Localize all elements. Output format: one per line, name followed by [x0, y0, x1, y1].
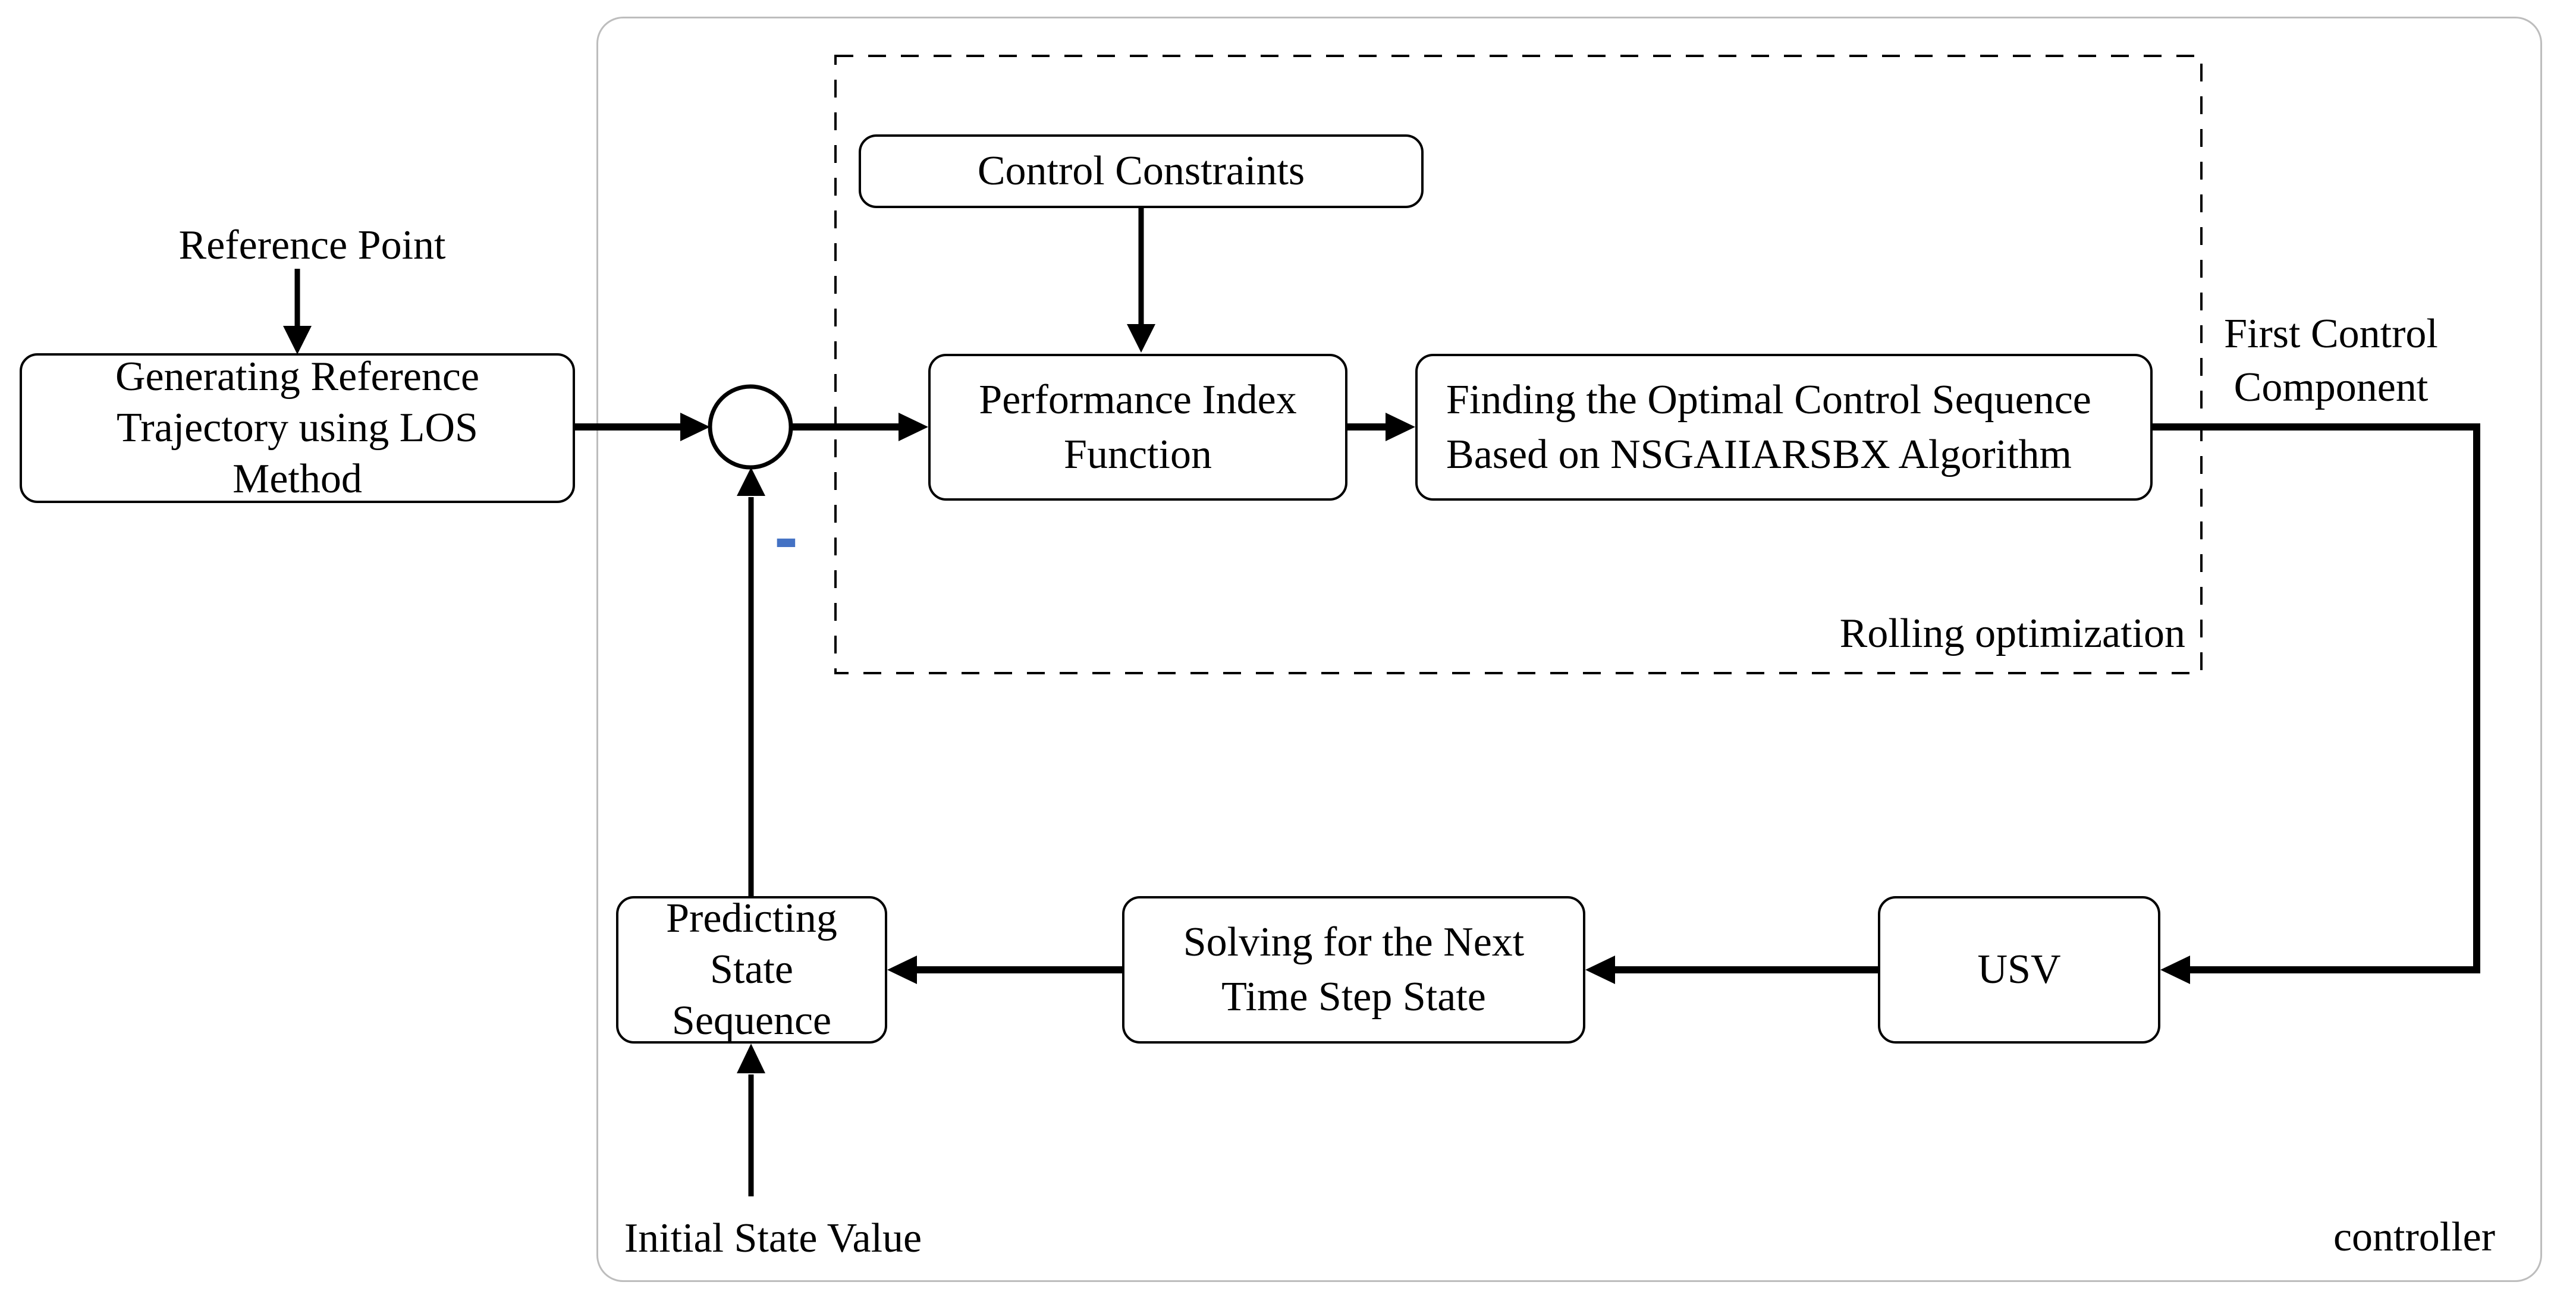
generating-reference-trajectory-box: Generating Reference Trajectory using LO…	[20, 353, 575, 503]
first-control-line: First Control	[2224, 311, 2438, 357]
box-text-line: Function	[1064, 431, 1212, 477]
finding-optimal-control-sequence-box: Finding the Optimal Control Sequence Bas…	[1415, 354, 2153, 501]
first-control-line: Component	[2233, 365, 2429, 410]
arrow-generating-to-junction	[575, 413, 710, 441]
reference-point-label: Reference Point	[178, 222, 446, 268]
box-text-line: Control Constraints	[977, 148, 1305, 194]
arrow-predicting-to-junction	[737, 467, 765, 896]
first-control-component-label: First Control Component	[2182, 307, 2480, 414]
rolling-optimization-label: Rolling optimization	[1839, 611, 2185, 656]
solving-next-time-step-box: Solving for the Next Time Step State	[1122, 896, 1585, 1044]
minus-sign: -	[774, 497, 798, 577]
arrow-performance-to-finding	[1347, 413, 1415, 441]
performance-index-function-box: Performance Index Function	[928, 354, 1347, 501]
box-text-line: Solving for the Next	[1183, 919, 1525, 965]
box-text-line: Based on NSGAIIARSBX Algorithm	[1446, 431, 2072, 477]
box-text-line: Method	[233, 456, 362, 502]
controller-container	[596, 17, 2542, 1282]
predicting-state-sequence-box: Predicting State Sequence	[616, 895, 887, 1044]
box-text-line: Predicting	[666, 895, 837, 941]
arrow-initial-to-predicting	[737, 1044, 765, 1196]
initial-state-value-label: Initial State Value	[624, 1215, 922, 1261]
arrow-finding-to-usv	[2153, 423, 2480, 984]
controller-label: controller	[2333, 1214, 2496, 1260]
usv-box: USV	[1878, 896, 2160, 1044]
box-text-line: Performance Index	[979, 376, 1297, 423]
arrow-constraints-to-performance	[1127, 208, 1155, 353]
box-text-line: Generating Reference	[115, 354, 480, 400]
box-text-line: State	[710, 947, 793, 992]
control-constraints-box: Control Constraints	[859, 134, 1424, 208]
rolling-optimization-region	[834, 55, 2203, 674]
arrow-solving-to-predicting	[887, 956, 1122, 984]
summing-junction	[708, 384, 793, 470]
box-text-line: Trajectory using LOS	[117, 405, 478, 451]
box-text-line: Sequence	[671, 998, 832, 1044]
box-text-line: Finding the Optimal Control Sequence	[1446, 376, 2091, 423]
box-text-line: Time Step State	[1221, 974, 1486, 1020]
arrow-usv-to-solving	[1585, 956, 1878, 984]
box-text-line: USV	[1977, 947, 2061, 992]
arrow-reference-to-generating	[283, 269, 312, 354]
arrow-junction-to-performance	[791, 413, 928, 441]
